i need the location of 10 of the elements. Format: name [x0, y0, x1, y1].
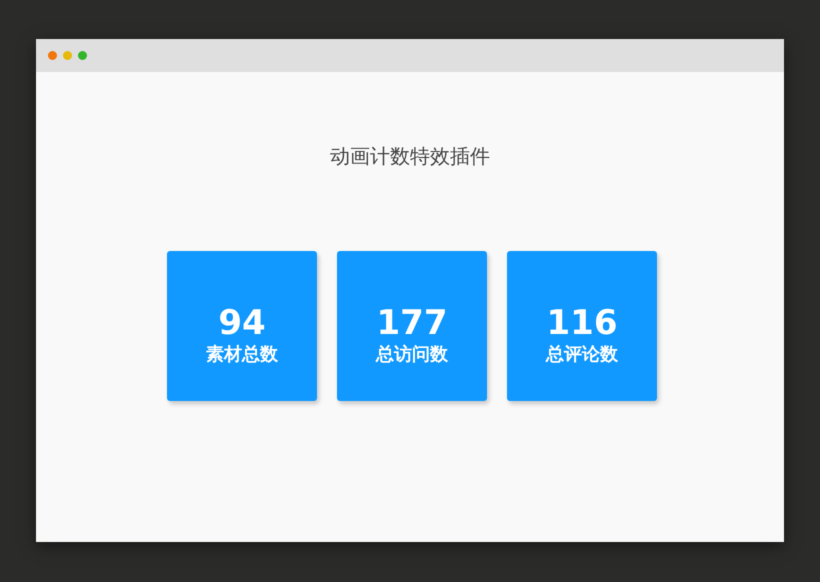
counter-card — [337, 251, 487, 401]
counter-label: 素材总数 — [205, 344, 279, 366]
counter-card — [167, 251, 317, 401]
counter-card — [507, 251, 657, 401]
counter-number: 116 — [546, 303, 618, 343]
counter-number: 94 — [217, 303, 267, 343]
counter-label: 总访问数 — [374, 344, 449, 366]
counter-label: 总评论数 — [544, 344, 619, 366]
page-title: 动画计数特效插件 — [329, 143, 491, 170]
counter-number: 177 — [376, 303, 448, 343]
